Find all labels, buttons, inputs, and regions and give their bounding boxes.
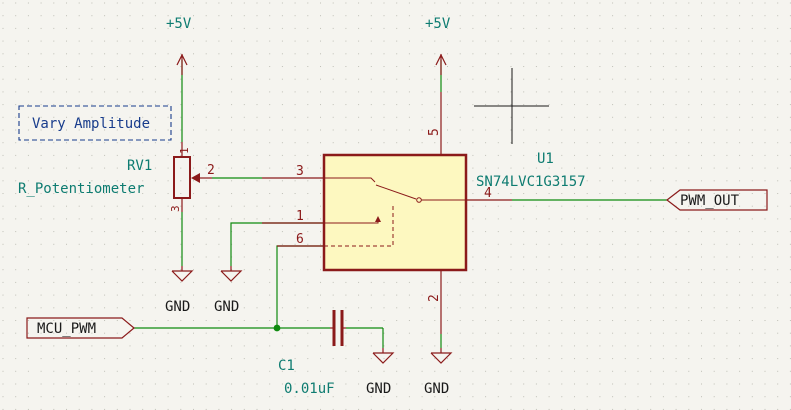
power-label-u1: +5V [425, 16, 451, 32]
u1-reference: U1 [537, 151, 554, 167]
note-text: Vary Amplitude [32, 116, 150, 132]
mcu-pwm-label-text: MCU_PWM [37, 321, 96, 337]
rv1-reference: RV1 [127, 158, 152, 174]
u1-pin3-number: 3 [296, 164, 304, 179]
potentiometer-rv1[interactable]: 1 3 2 [169, 142, 215, 212]
crosshair-cursor-icon [474, 68, 549, 144]
power-symbol-rv1: +5V [166, 16, 192, 75]
rv1-pin1-number: 1 [178, 147, 191, 154]
gnd-label-u1: GND [424, 381, 449, 397]
power-symbol-u1: +5V [425, 16, 451, 75]
rv1-pin2-number: 2 [207, 163, 215, 178]
capacitor-c1[interactable] [330, 310, 346, 346]
u1-value: SN74LVC1G3157 [476, 174, 586, 190]
u1-pin5-number: 5 [427, 128, 442, 136]
u1-pin6-number: 6 [296, 232, 304, 247]
junction-dot [273, 324, 281, 332]
c1-reference: C1 [278, 358, 295, 374]
gnd-symbol-c1 [372, 348, 395, 364]
rv1-pin3-number: 3 [169, 205, 182, 212]
pwm-out-label-text: PWM_OUT [680, 193, 740, 209]
switch-body [322, 153, 468, 272]
switch-internal [324, 177, 466, 247]
global-label-pwm-out[interactable]: PWM_OUT [666, 189, 768, 211]
u1-pin1-number: 1 [296, 209, 304, 224]
gnd-label-rv1: GND [165, 299, 190, 315]
u1-pin4-number: 4 [484, 186, 492, 201]
analog-switch-u1[interactable]: 3 1 6 4 5 2 [262, 92, 512, 334]
power-label-rv1: +5V [166, 16, 192, 32]
wiper-arrow-icon [191, 173, 200, 183]
note-box: Vary Amplitude [18, 105, 172, 141]
gnd-label-pin1: GND [214, 299, 239, 315]
u1-pin2-number: 2 [427, 294, 442, 302]
gnd-symbol-rv1 [171, 266, 194, 282]
switch-contact-arrow-icon [375, 216, 381, 222]
gnd-symbol-pin1 [220, 266, 243, 282]
gnd-label-c1: GND [366, 381, 391, 397]
rv1-value: R_Potentiometer [18, 181, 144, 197]
potentiometer-body [173, 156, 191, 199]
gnd-symbol-u1 [430, 348, 453, 364]
global-label-mcu-pwm[interactable]: MCU_PWM [26, 317, 135, 339]
c1-value: 0.01uF [284, 381, 335, 397]
